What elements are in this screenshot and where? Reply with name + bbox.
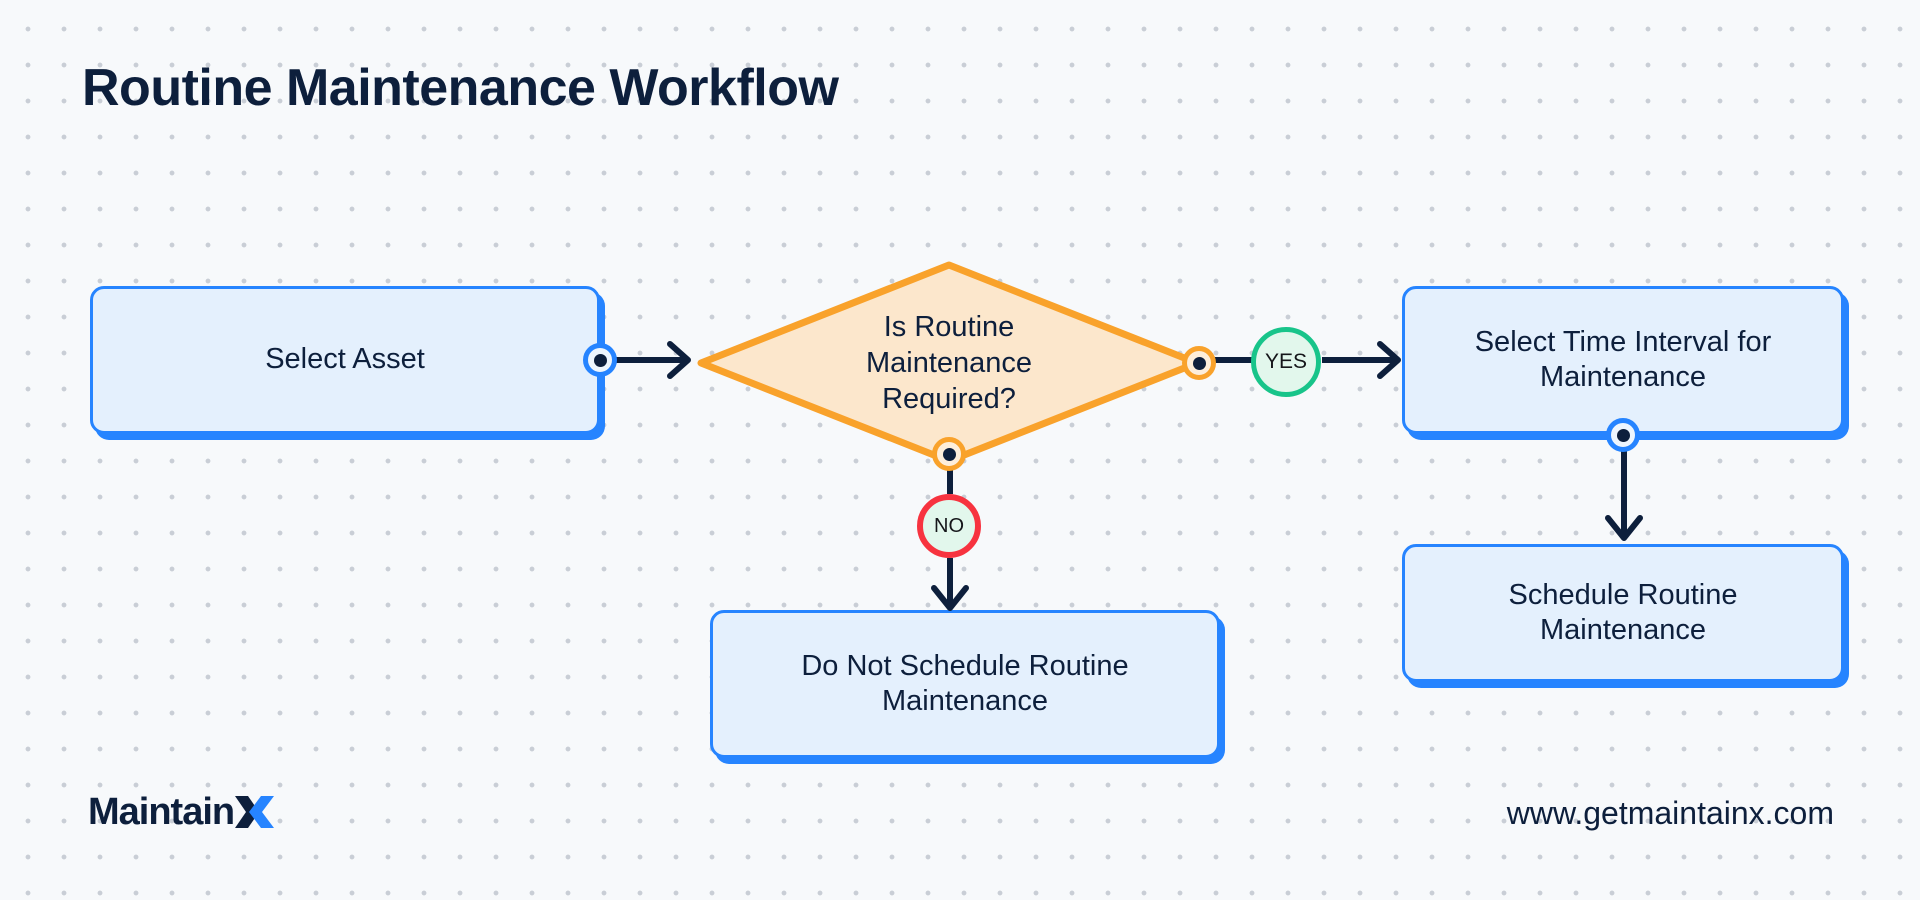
maintainx-logo: Maintain xyxy=(88,790,275,834)
branch-badge-no[interactable]: NO xyxy=(917,494,981,558)
footer-url: www.getmaintainx.com xyxy=(1506,795,1834,831)
connector-port-select-time-bottom[interactable] xyxy=(1606,418,1640,452)
connector-port-decision-right[interactable] xyxy=(1182,346,1216,380)
logo-wordmark: Maintain xyxy=(88,790,235,833)
branch-badge-yes[interactable]: YES xyxy=(1251,327,1321,397)
node-select-time-interval[interactable]: Select Time Interval for Maintenance xyxy=(1402,286,1844,434)
node-select-asset-label: Select Asset xyxy=(265,343,425,376)
branch-badge-yes-label: YES xyxy=(1264,350,1308,373)
node-select-asset[interactable]: Select Asset xyxy=(90,286,600,434)
connector-port-decision-bottom[interactable] xyxy=(932,437,966,471)
logo-x-icon xyxy=(235,794,275,835)
node-do-not-schedule-label: Do Not Schedule Routine Maintenance xyxy=(801,649,1129,717)
node-schedule-routine-maintenance[interactable]: Schedule Routine Maintenance xyxy=(1402,544,1844,682)
page-title: Routine Maintenance Workflow xyxy=(82,59,839,117)
node-do-not-schedule-maintenance[interactable]: Do Not Schedule Routine Maintenance xyxy=(710,610,1220,758)
branch-badge-no-label: NO xyxy=(934,514,964,537)
node-decision-routine-required[interactable]: Is Routine Maintenance Required? xyxy=(694,258,1204,468)
node-decision-label: Is Routine Maintenance Required? xyxy=(865,310,1033,416)
connector-port-select-asset-right[interactable] xyxy=(583,343,617,377)
node-schedule-label: Schedule Routine Maintenance xyxy=(1508,578,1738,646)
node-select-time-label: Select Time Interval for Maintenance xyxy=(1474,325,1772,393)
